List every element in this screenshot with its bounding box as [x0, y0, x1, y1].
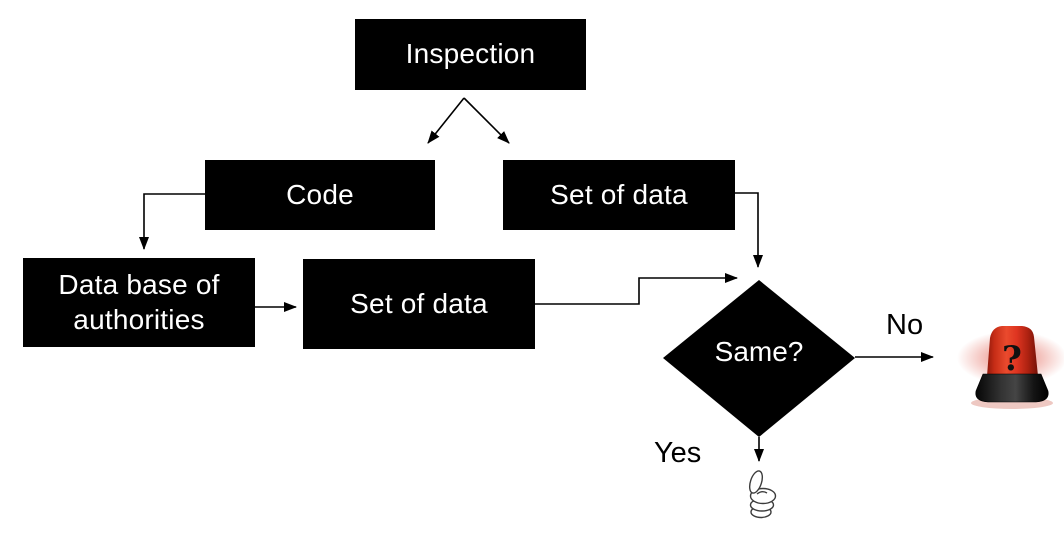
connector-setofdata-decision-left [535, 273, 738, 305]
branch-label-yes: Yes [654, 437, 702, 469]
alarm-siren-icon: ? [957, 326, 1064, 409]
siren-dome [987, 326, 1038, 376]
connector-setofdata-decision-top [733, 192, 763, 268]
decision-same-label: Same? [714, 336, 804, 367]
node-database-of-authorities: Data base of authorities [23, 258, 255, 347]
question-mark-glyph: ? [1002, 339, 1022, 379]
connector-inspection-code [427, 97, 465, 144]
branch-label-no: No [886, 309, 924, 341]
connector-code-database [139, 193, 205, 250]
siren-base [975, 373, 1049, 403]
decision-diamond [663, 280, 855, 437]
node-set-of-data-right: Set of data [503, 160, 735, 230]
node-set-of-data-left: Set of data [303, 259, 535, 349]
node-inspection: Inspection [355, 19, 586, 90]
connector-inspection-setofdata [463, 97, 510, 144]
node-code: Code [205, 160, 435, 230]
thumbs-up-icon [748, 470, 777, 519]
